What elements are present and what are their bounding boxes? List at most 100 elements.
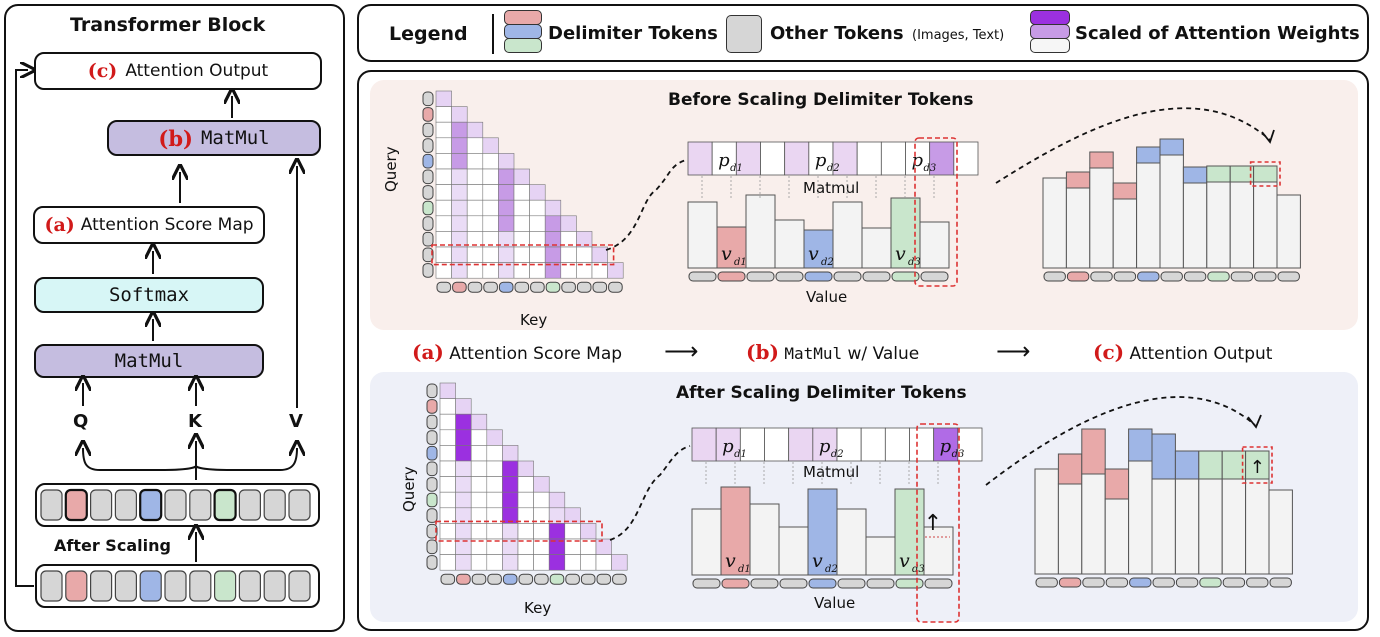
before-p-cell	[880, 141, 906, 176]
scaled-token-9	[263, 489, 286, 521]
after-value-bar	[865, 536, 896, 576]
before-attention-cell	[576, 246, 593, 263]
before-output-token	[1160, 271, 1183, 282]
scaled-token-1	[64, 488, 88, 522]
after-attention-cell	[439, 413, 456, 431]
before-output-segment	[1112, 182, 1138, 200]
before-col3-highlight	[914, 137, 958, 287]
before-attention-cell	[482, 184, 499, 201]
after-p-cell	[836, 427, 862, 462]
after-value-token	[924, 578, 953, 589]
after-value-token	[866, 578, 895, 589]
after-attention-cell	[455, 476, 472, 493]
before-p-sub: d1	[730, 163, 743, 174]
after-query-token	[426, 399, 438, 414]
after-attention-cell	[580, 554, 597, 571]
legend-title: Legend	[389, 23, 468, 45]
before-attention-cell	[435, 199, 452, 217]
after-value-bar	[720, 486, 751, 576]
before-attention-cell	[560, 246, 577, 263]
before-attention-cell	[513, 184, 530, 201]
after-attention-cell	[486, 476, 503, 493]
before-value-token	[746, 271, 775, 282]
after-attention-cell	[470, 429, 488, 446]
after-attention-cell	[470, 445, 488, 462]
after-attention-cell	[455, 460, 472, 477]
scaled-token-5	[164, 489, 187, 521]
after-key-token	[612, 573, 627, 585]
after-attention-cell	[439, 445, 456, 462]
before-attention-cell	[435, 137, 452, 154]
after-value-token	[808, 578, 837, 589]
before-p-sub: d2	[827, 163, 840, 174]
after-query-token	[426, 539, 438, 555]
before-output-bar	[1065, 187, 1091, 269]
before-highlight-row	[431, 244, 615, 266]
before-attention-cell	[591, 246, 608, 263]
legend-other-label: Other Tokens	[770, 23, 904, 44]
after-key-token	[518, 573, 534, 585]
middle-step-a: (a) Attention Score Map	[412, 340, 622, 364]
input-token-8	[238, 570, 261, 602]
before-attention-cell	[435, 121, 452, 139]
after-output-up-arrow: ↑	[1250, 457, 1265, 478]
after-output-token	[1129, 577, 1152, 588]
before-attention-cell	[607, 262, 624, 279]
before-attention-cell	[466, 121, 484, 139]
before-v-label: v	[895, 243, 906, 265]
after-output-segment	[1151, 433, 1176, 480]
middle-step-b: (b) MatMul w/ Value	[746, 340, 919, 364]
before-attention-cell	[466, 215, 484, 232]
before-output-token	[1090, 271, 1113, 282]
before-value-token	[804, 271, 833, 282]
after-value-token	[779, 578, 808, 589]
before-attention-cell	[466, 153, 484, 170]
before-attention-cell	[451, 199, 468, 217]
after-output-bar	[1198, 478, 1223, 575]
after-attention-cell	[517, 523, 534, 540]
after-p-sub: d2	[831, 449, 844, 460]
tag-b: (b)	[158, 125, 193, 151]
after-p-cell	[715, 427, 741, 462]
after-output-token	[1082, 577, 1105, 588]
before-output-segment	[1159, 138, 1184, 156]
after-attention-cell	[486, 460, 503, 477]
before-query-token	[422, 107, 434, 122]
before-attention-cell	[435, 153, 452, 170]
scaled-token-10	[288, 489, 311, 521]
matmul-b-box: (b) MatMul	[107, 120, 321, 156]
after-attention-cell	[486, 445, 503, 462]
before-attention-cell	[451, 121, 468, 139]
after-attention-cell	[455, 491, 472, 509]
before-key-token	[561, 281, 576, 293]
after-output-highlight	[1241, 446, 1273, 484]
before-p-cell	[929, 141, 955, 176]
before-attention-cell	[498, 168, 515, 185]
k-label: K	[188, 411, 202, 432]
after-query-token	[426, 555, 438, 570]
after-output-token	[1246, 577, 1269, 588]
after-attention-cell	[439, 554, 456, 571]
after-output-bar	[1221, 478, 1247, 575]
before-output-bar	[1276, 194, 1301, 269]
after-attention-cell	[470, 413, 488, 431]
after-output-bar	[1128, 460, 1153, 575]
before-query-token	[422, 138, 434, 153]
before-value-bar	[832, 201, 863, 269]
before-attention-cell	[498, 184, 515, 201]
after-key-token	[549, 573, 565, 585]
before-attention-cell	[529, 215, 546, 232]
before-attention-cell	[513, 246, 530, 263]
after-attention-cell	[470, 460, 488, 477]
input-token-0	[40, 570, 63, 602]
attention-output-label: Attention Output	[125, 61, 269, 81]
after-value-bar	[749, 503, 780, 576]
before-output-bar	[1159, 154, 1184, 269]
after-attention-cell	[455, 554, 472, 571]
after-output-bar	[1034, 468, 1059, 575]
before-output-bar	[1182, 182, 1208, 269]
before-key-token	[608, 281, 623, 293]
before-p-cell	[711, 141, 737, 176]
after-key-token	[534, 573, 549, 585]
